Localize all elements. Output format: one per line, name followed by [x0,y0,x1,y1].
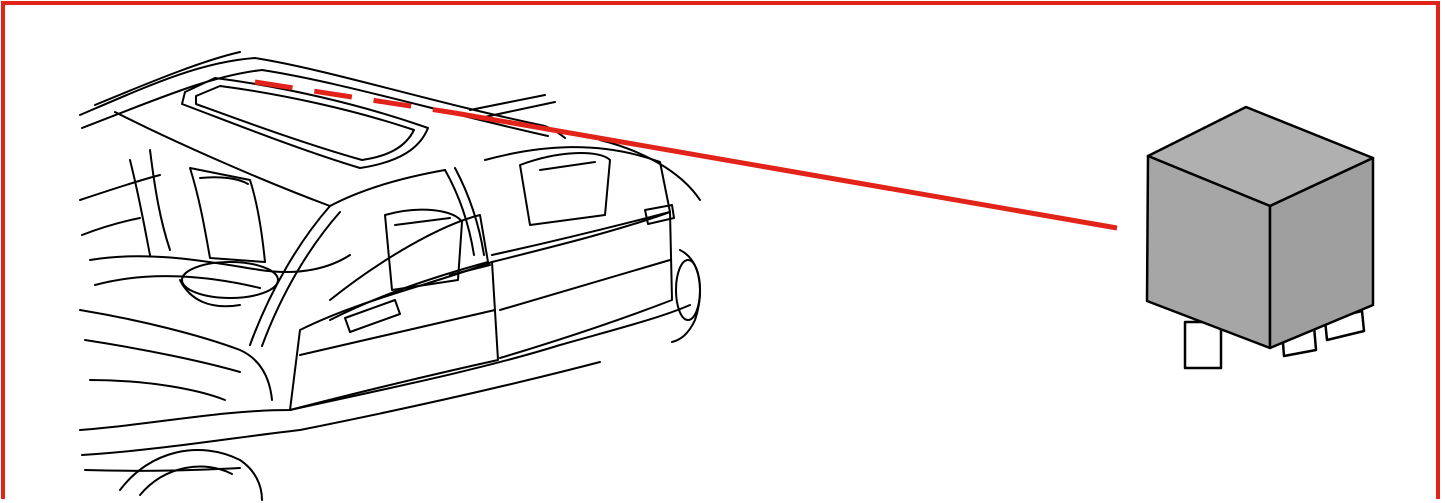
rear-door [484,146,675,359]
leader-line-solid [454,110,1118,231]
relay-side [1268,156,1375,350]
relay-component [1145,105,1375,370]
car-illustration [79,51,701,501]
sunroof [181,77,429,169]
windshield [114,111,446,207]
front-wheel [119,449,263,501]
leader-line-dashed [254,79,456,116]
car-body-side [79,304,691,431]
front-door [289,214,499,411]
leader-line [254,79,1118,231]
car-interior [89,149,611,308]
